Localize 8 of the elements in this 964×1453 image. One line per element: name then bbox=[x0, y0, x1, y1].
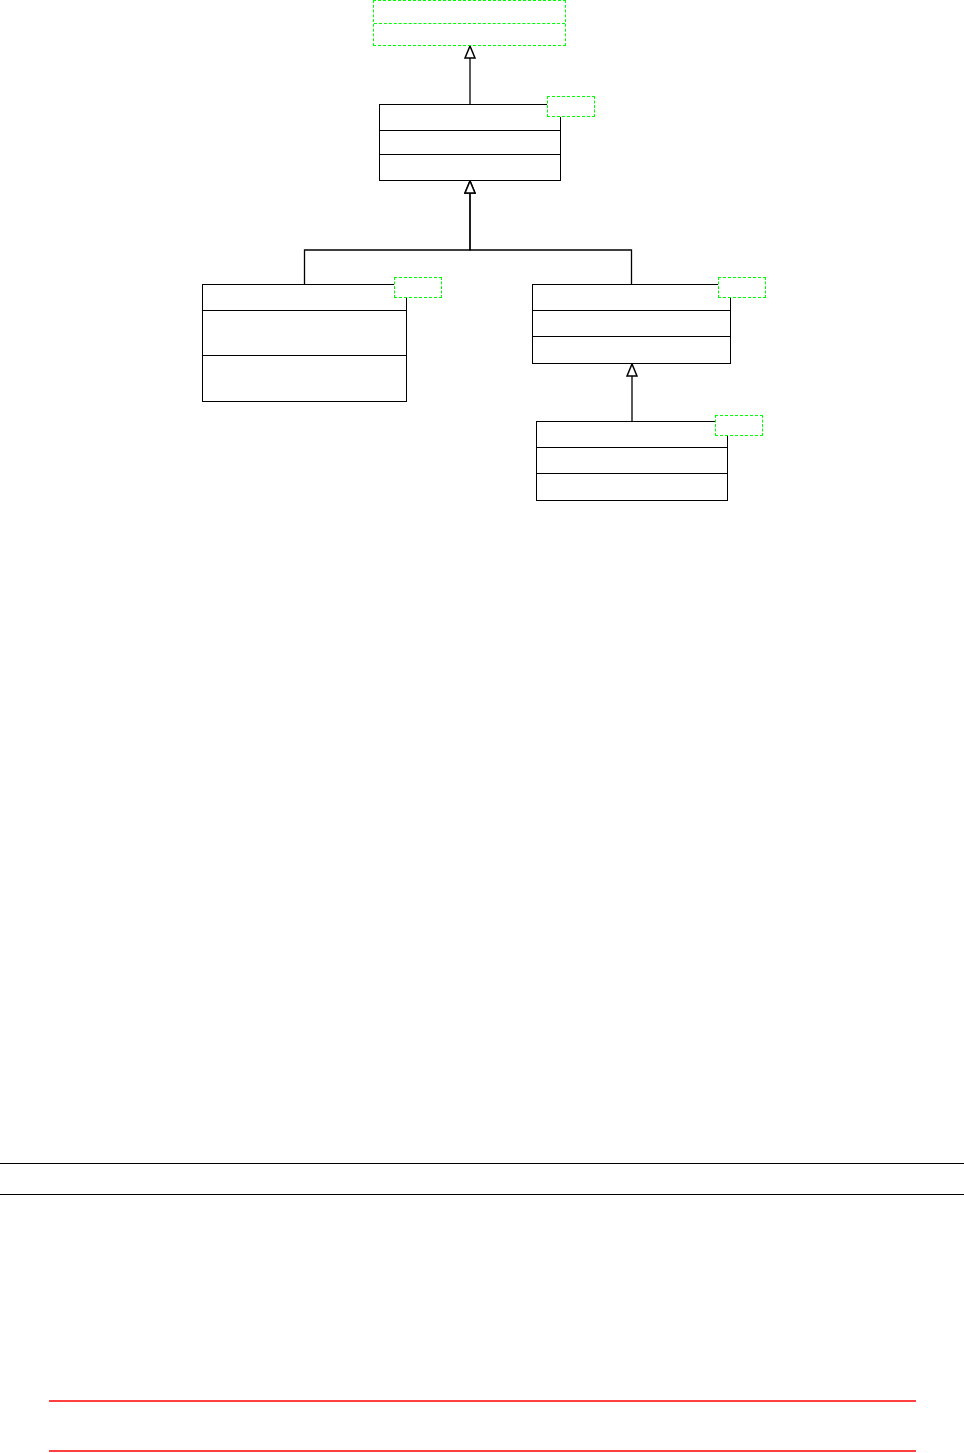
generalization-arrow bbox=[464, 180, 633, 285]
class-box bbox=[202, 284, 407, 402]
generalization-arrow bbox=[464, 45, 476, 105]
generalization-arrow bbox=[626, 363, 638, 422]
interface-box bbox=[373, 0, 566, 46]
class-box bbox=[536, 421, 728, 501]
class-box bbox=[379, 104, 561, 181]
class-box bbox=[532, 284, 731, 364]
